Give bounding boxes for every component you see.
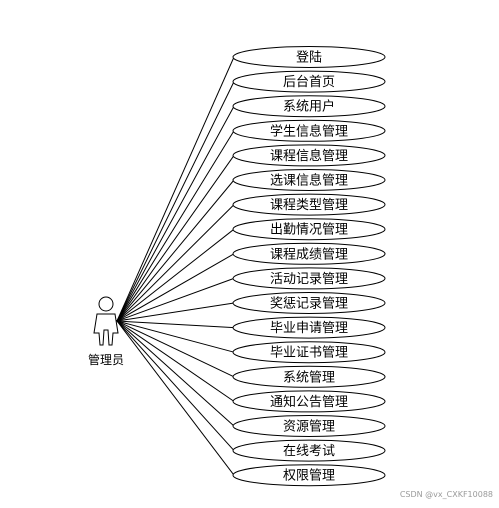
use-case-ellipse [232, 365, 386, 388]
use-case: 毕业证书管理 [232, 341, 386, 364]
use-case-label: 选课信息管理 [270, 173, 348, 189]
use-case: 登陆 [232, 46, 386, 68]
use-case-ellipse [232, 70, 386, 93]
association-line [116, 81, 235, 322]
association-line [116, 204, 235, 322]
use-case-label: 课程类型管理 [270, 198, 348, 213]
use-case-ellipse [232, 95, 386, 118]
use-case: 奖惩记录管理 [232, 292, 386, 314]
use-case: 系统管理 [232, 365, 386, 388]
use-cases: 登陆后台首页系统用户学生信息管理课程信息管理选课信息管理课程类型管理出勤情况管理… [232, 46, 386, 487]
use-case-ellipse [232, 119, 386, 142]
use-case-label: 课程信息管理 [270, 148, 348, 164]
association-line [116, 179, 235, 322]
use-case-label: 奖惩记录管理 [270, 297, 348, 312]
association-line [116, 105, 235, 322]
use-case-label: 登陆 [296, 50, 322, 66]
use-case-ellipse [232, 439, 386, 462]
association-line [116, 228, 235, 322]
use-case: 课程成绩管理 [232, 242, 386, 265]
use-case-ellipse [232, 267, 386, 290]
use-case-label: 系统管理 [283, 370, 335, 385]
use-case: 选课信息管理 [232, 169, 386, 191]
use-case-ellipse [232, 415, 386, 437]
use-case-ellipse [232, 316, 386, 339]
association-line [116, 302, 235, 322]
actor-body [93, 313, 119, 346]
association-line [116, 320, 235, 353]
use-case: 后台首页 [232, 70, 386, 93]
association-line [116, 130, 235, 322]
use-case-label: 权限管理 [283, 468, 335, 484]
use-case-label: 毕业申请管理 [270, 321, 348, 336]
use-case-label: 后台首页 [283, 75, 335, 90]
association-line [116, 320, 235, 402]
use-case-ellipse [232, 193, 386, 216]
association-line [116, 320, 235, 329]
use-case: 权限管理 [232, 464, 386, 487]
use-case: 在线考试 [232, 439, 386, 462]
association-line [116, 253, 235, 322]
use-case: 活动记录管理 [232, 267, 386, 290]
use-case-label: 资源管理 [283, 420, 335, 435]
use-case-label: 在线考试 [283, 444, 335, 459]
use-case-ellipse [232, 341, 386, 364]
use-case-label: 活动记录管理 [270, 272, 348, 287]
use-case: 出勤情况管理 [232, 218, 386, 241]
use-case-ellipse [232, 292, 386, 314]
use-case-ellipse [232, 390, 386, 413]
use-case: 系统用户 [232, 95, 386, 118]
use-case-ellipse [232, 464, 386, 487]
use-case-label: 通知公告管理 [270, 394, 348, 410]
use-case-ellipse [232, 144, 386, 167]
use-case-ellipse [232, 46, 386, 68]
association-line [116, 320, 235, 451]
association-line [116, 320, 235, 378]
use-case-label: 系统用户 [283, 99, 335, 115]
use-case-label: 课程成绩管理 [270, 247, 348, 262]
use-case: 毕业申请管理 [232, 316, 386, 339]
use-case: 通知公告管理 [232, 390, 386, 413]
association-lines [116, 56, 235, 476]
actor-figure: 管理员 [88, 296, 124, 367]
actor-label: 管理员 [88, 352, 124, 367]
association-line [116, 320, 235, 476]
use-case-ellipse [232, 169, 386, 191]
use-case: 课程类型管理 [232, 193, 386, 216]
actor-head [98, 296, 114, 312]
use-case: 课程信息管理 [232, 144, 386, 167]
use-case-label: 学生信息管理 [270, 123, 348, 139]
association-line [116, 277, 235, 322]
use-case-label: 毕业证书管理 [270, 346, 348, 361]
association-line [116, 320, 235, 427]
use-case: 学生信息管理 [232, 119, 386, 142]
association-line [116, 56, 235, 322]
use-case-ellipse [232, 218, 386, 241]
use-case: 资源管理 [232, 415, 386, 437]
association-line [116, 155, 235, 322]
watermark: CSDN @vx_CXKF10088 [399, 490, 493, 499]
use-case-ellipse [232, 242, 386, 265]
use-case-label: 出勤情况管理 [270, 223, 348, 238]
